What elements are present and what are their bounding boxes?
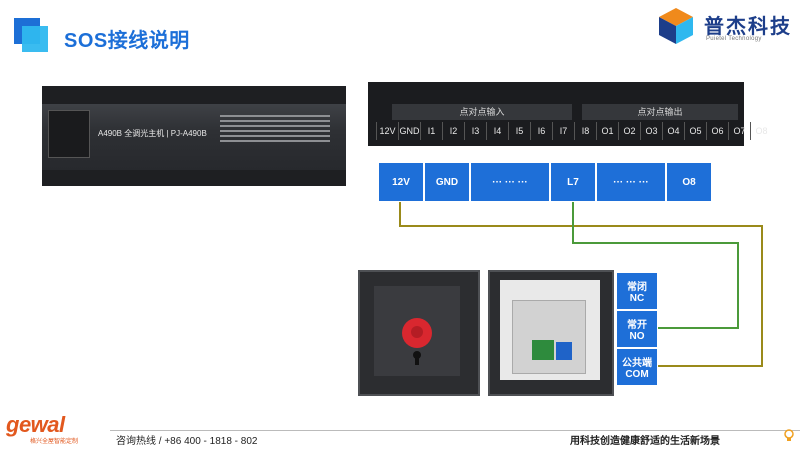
terminal-gnd: GND [424,162,470,202]
wire-terminal-block [556,342,572,360]
hotline: 咨询热线 / +86 400 - 1818 - 802 [116,436,258,447]
logo-mark-icon [659,8,693,44]
terminal-o8: O8 [666,162,712,202]
contact-com-cn: 公共端 [622,358,652,369]
terminal-ellipsis: ··· ··· ··· [596,162,666,202]
lightbulb-icon [784,429,794,441]
wire-12v-com [399,202,763,367]
logo-subtext: Puietel Technology [706,36,762,42]
pin-label: O4 [662,122,684,140]
pin-label: O7 [728,122,750,140]
device-indicator-panel [48,110,90,158]
slogan: 用科技创造健康舒适的生活新场景 [570,436,720,447]
input-caption: 点对点输入 [392,104,572,120]
sos-button-center [411,326,423,338]
contact-nc-en: NC [629,293,645,304]
circuit-board [532,340,554,360]
footer-divider [110,430,800,431]
contact-no-cn: 常开 [627,320,647,331]
contact-nc-cn: 常闭 [627,282,647,293]
output-caption: 点对点输出 [582,104,738,120]
device-top-terminals [42,86,346,104]
terminal-l7: L7 [550,162,596,202]
pin-label: I7 [552,122,574,140]
brand-subtitle: 格兴全屋智能定制 [30,439,79,445]
pin-label: O3 [640,122,662,140]
pin-label: I4 [486,122,508,140]
pin-label: I6 [530,122,552,140]
pin-label: GND [398,122,420,140]
device-spec-text [220,112,330,156]
device-label: A490B 全调光主机 | PJ-A490B [98,129,207,138]
keyhole-icon [413,351,421,365]
header-decor-square-light [22,26,48,52]
contact-no: 常开 NO [616,310,658,348]
pin-label: I8 [574,122,596,140]
terminal-ellipsis: ··· ··· ··· [470,162,550,202]
pin-label: I2 [442,122,464,140]
brand-logo: gewal [6,412,65,437]
contact-nc: 常闭 NC [616,272,658,310]
pin-label: 12V [376,122,398,140]
contact-com-en: COM [625,369,649,380]
device-bottom-terminals [42,170,346,186]
wire-l7-no [572,202,739,329]
pin-label: O2 [618,122,640,140]
terminal-12v: 12V [378,162,424,202]
pin-label: O8 [750,122,772,140]
pin-label: I1 [420,122,442,140]
pin-label: O1 [596,122,618,140]
logo-text: 普杰科技 [704,16,792,38]
pin-label: O5 [684,122,706,140]
contact-no-en: NO [629,331,645,342]
contact-com: 公共端 COM [616,348,658,386]
page-title: SOS接线说明 [64,30,190,52]
pin-label: O6 [706,122,728,140]
pin-label: I3 [464,122,486,140]
sos-button-mechanism [512,300,586,374]
pin-label: I5 [508,122,530,140]
pin-row: 12V GND I1 I2 I3 I4 I5 I6 I7 I8 O1 O2 O3… [376,122,772,140]
